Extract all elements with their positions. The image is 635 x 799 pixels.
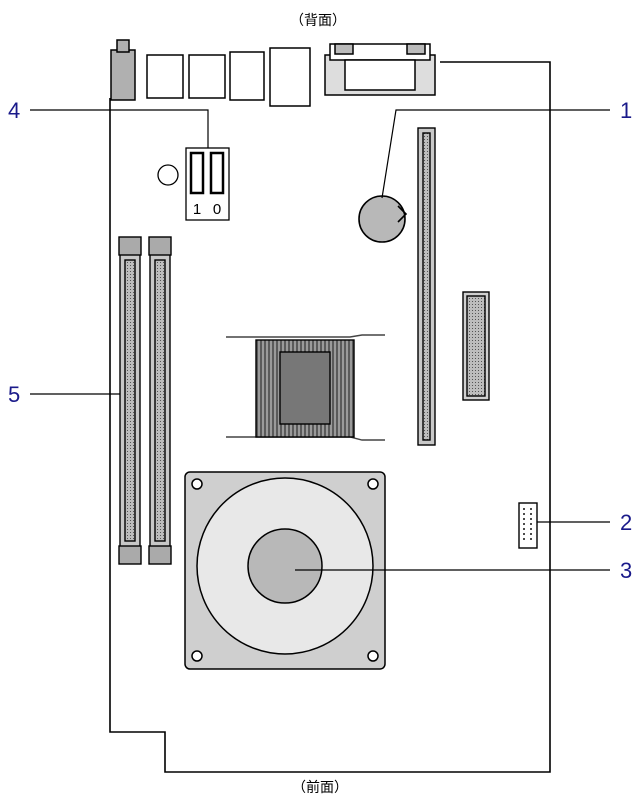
callout-1: 1 (620, 98, 632, 123)
board-outline (109, 61, 551, 773)
sata-connectors: 1 0 (157, 147, 230, 221)
callout-4: 4 (8, 98, 20, 123)
callout-3: 3 (620, 558, 632, 583)
front-label: （前面） (292, 779, 348, 796)
sata-port-1 (189, 151, 205, 195)
pci-slot (417, 127, 436, 446)
cpu-fan (184, 471, 386, 670)
ps2-port-1 (146, 54, 184, 99)
audio-jack-connector (110, 49, 136, 101)
sata-number-0: 0 (213, 201, 221, 218)
memory-slot-2 (148, 236, 172, 565)
callout-5: 5 (8, 382, 20, 407)
usb-port-1 (229, 51, 265, 101)
callout-2: 2 (620, 510, 632, 535)
sata-port-0 (209, 151, 225, 195)
mounting-hole (157, 164, 179, 186)
power-connector (462, 291, 490, 401)
cpu-heatsink (226, 334, 385, 441)
front-panel-header (518, 502, 538, 549)
rear-io-panel (110, 39, 436, 107)
usb-port-2 (269, 47, 311, 107)
leader-lines (30, 109, 610, 571)
cmos-battery (358, 195, 408, 243)
sata-number-1: 1 (193, 201, 201, 218)
rear-label: （背面） (290, 13, 346, 29)
memory-slots (118, 236, 172, 565)
memory-slot-1 (118, 236, 142, 565)
ps2-port-2 (188, 54, 226, 99)
